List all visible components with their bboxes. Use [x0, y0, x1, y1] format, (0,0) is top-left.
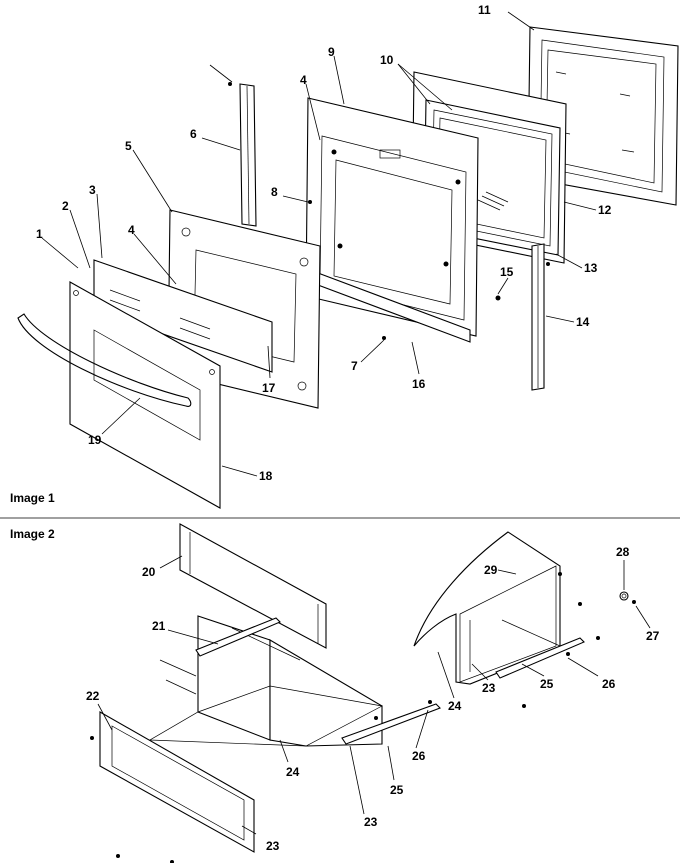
- callout-15: 15: [500, 265, 514, 279]
- door-handle: [17, 313, 192, 407]
- callout-24a: 24: [286, 765, 300, 779]
- drawer-body: [148, 615, 384, 747]
- callout-22: 22: [86, 689, 100, 703]
- callout-24b: 24: [448, 699, 462, 713]
- callout-26a: 26: [412, 749, 426, 763]
- image-2-caption: Image 2: [10, 527, 55, 541]
- callout-23c: 23: [482, 681, 496, 695]
- drawer-slide-rail-right: [341, 703, 441, 745]
- callout-17: 17: [262, 381, 276, 395]
- callout-25a: 25: [390, 783, 404, 797]
- callout-10: 10: [380, 53, 394, 67]
- callout-9: 9: [328, 45, 335, 59]
- callout-11: 11: [478, 3, 491, 17]
- callout-16: 16: [412, 377, 426, 391]
- callout-4b: 4: [300, 73, 307, 87]
- callout-5: 5: [125, 139, 132, 153]
- callout-1: 1: [36, 227, 43, 241]
- drawer-slide-rail-left: [195, 617, 281, 657]
- door-side-trim: [531, 243, 545, 391]
- callout-19: 19: [88, 433, 102, 447]
- drawer-slide-detail: [413, 531, 585, 685]
- callout-14: 14: [576, 315, 590, 329]
- door-hinge-bracket: [239, 83, 257, 227]
- callout-23b: 23: [266, 839, 280, 853]
- image-1-caption: Image 1: [10, 491, 55, 505]
- callout-13: 13: [584, 261, 598, 275]
- callout-21: 21: [152, 619, 166, 633]
- callout-20: 20: [142, 565, 156, 579]
- callout-26b: 26: [602, 677, 616, 691]
- drawer-roller-knob: [619, 591, 629, 601]
- callout-6: 6: [190, 127, 197, 141]
- callout-25b: 25: [540, 677, 554, 691]
- oven-door-assembly: 1 2 3 4 4 5 6 7 8 9 10 11 12 13 14 15 16…: [10, 3, 679, 509]
- callout-2: 2: [62, 199, 69, 213]
- callout-23a: 23: [364, 815, 378, 829]
- callout-12: 12: [598, 203, 612, 217]
- drawer-front-panel: [99, 711, 255, 853]
- door-inner-liner: [305, 97, 479, 337]
- drawer-back-panel: [179, 523, 327, 649]
- callout-4a: 4: [128, 223, 135, 237]
- callout-3: 3: [89, 183, 96, 197]
- callout-18: 18: [259, 469, 273, 483]
- callout-29: 29: [484, 563, 498, 577]
- door-vent-trim: [93, 259, 273, 373]
- callout-7: 7: [351, 359, 358, 373]
- callout-27: 27: [646, 629, 660, 643]
- drawer-assembly: Image 2: [10, 523, 660, 863]
- callout-28: 28: [616, 545, 630, 559]
- callout-8: 8: [271, 185, 278, 199]
